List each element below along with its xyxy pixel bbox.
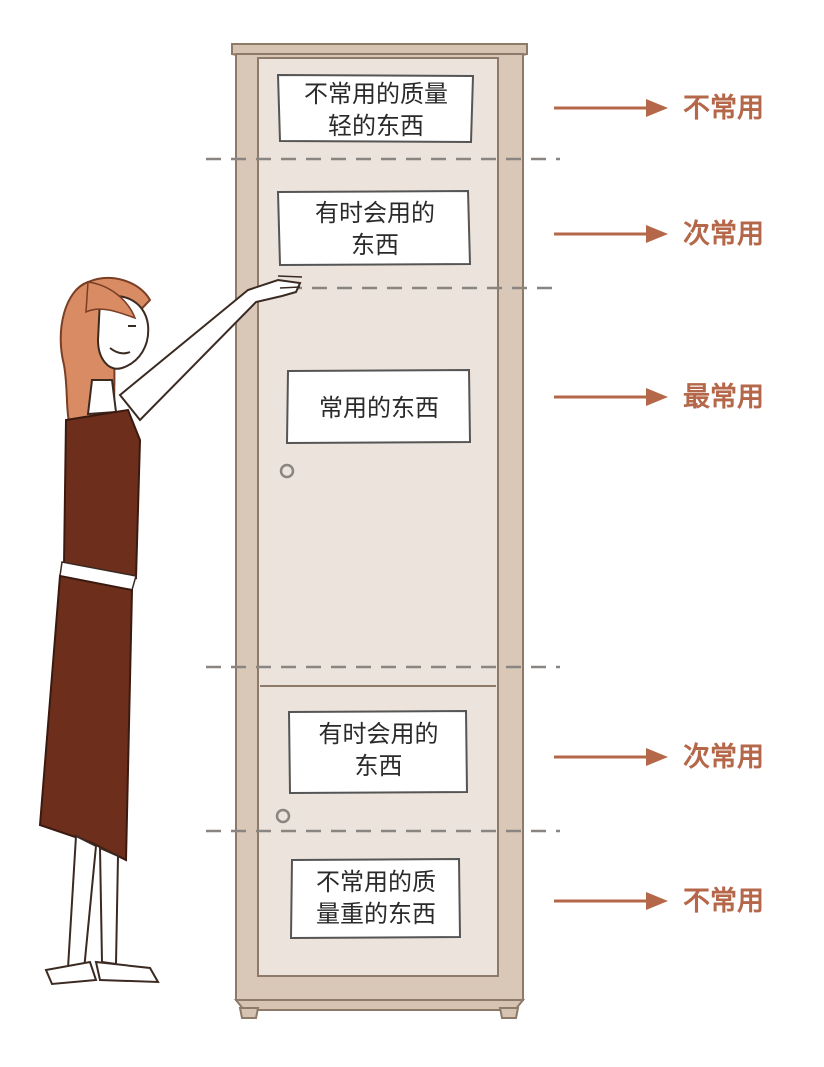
arrow-icon bbox=[554, 99, 668, 117]
note-4-line-1: 有时会用的 bbox=[290, 718, 467, 750]
note-5-line-1: 不常用的质 bbox=[292, 866, 460, 898]
arrow-icon bbox=[554, 748, 668, 766]
arrow-icon bbox=[554, 225, 668, 243]
note-3-line-1: 常用的东西 bbox=[288, 392, 470, 424]
note-5: 不常用的质 量重的东西 bbox=[292, 866, 460, 931]
arrow-icon bbox=[554, 388, 668, 406]
note-4-line-2: 东西 bbox=[290, 750, 467, 782]
note-1-line-1: 不常用的质量 bbox=[280, 78, 472, 110]
note-3: 常用的东西 bbox=[288, 392, 470, 424]
note-2-line-2: 东西 bbox=[280, 229, 470, 261]
note-5-line-2: 量重的东西 bbox=[292, 898, 460, 930]
zone-label-4: 次常用 bbox=[683, 744, 764, 771]
arrows bbox=[554, 99, 668, 910]
zone-label-3: 最常用 bbox=[683, 384, 764, 411]
note-2: 有时会用的 东西 bbox=[280, 197, 470, 262]
note-1-line-2: 轻的东西 bbox=[280, 110, 472, 142]
door-knob-lower bbox=[277, 810, 289, 822]
zone-label-5: 不常用 bbox=[683, 888, 764, 915]
note-2-line-1: 有时会用的 bbox=[280, 197, 470, 229]
zone-label-2: 次常用 bbox=[683, 221, 764, 248]
door-knob-upper bbox=[281, 465, 293, 477]
zone-label-1: 不常用 bbox=[683, 95, 764, 122]
note-1: 不常用的质量 轻的东西 bbox=[280, 78, 472, 143]
note-4: 有时会用的 东西 bbox=[290, 718, 467, 783]
arrow-icon bbox=[554, 892, 668, 910]
